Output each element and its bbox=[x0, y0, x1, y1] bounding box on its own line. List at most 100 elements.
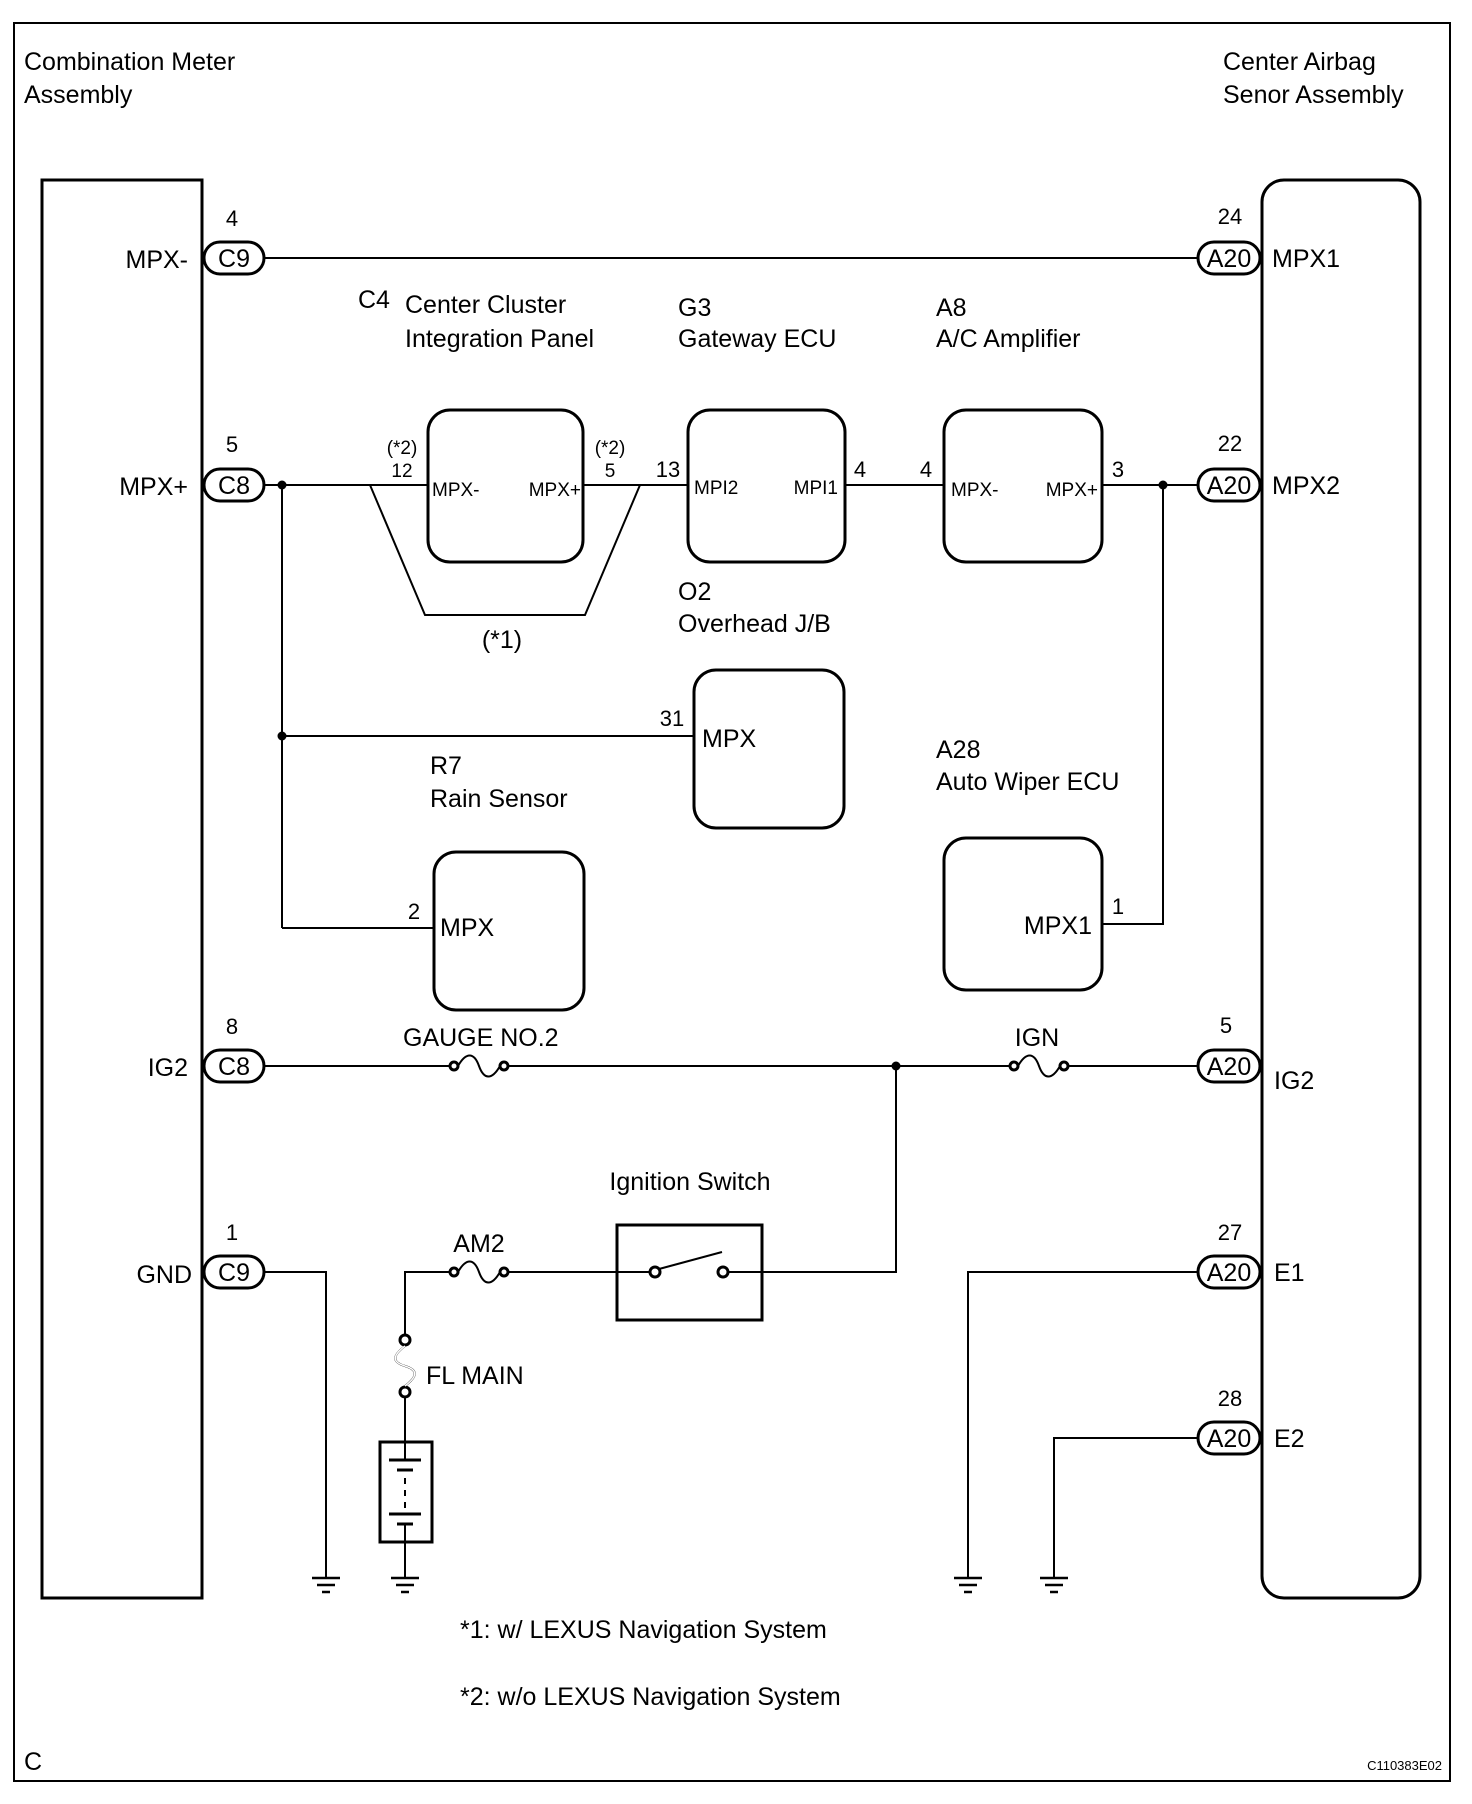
ign-fuse-label: IGN bbox=[1015, 1024, 1059, 1052]
gauge-fuse-label: GAUGE NO.2 bbox=[403, 1024, 559, 1052]
connector-c8-mpx-plus: C8 bbox=[202, 467, 266, 503]
connector-c9-gnd: C9 bbox=[202, 1254, 266, 1290]
wires bbox=[264, 257, 1198, 1578]
right-pin-mpx1-label: MPX1 bbox=[1272, 245, 1340, 273]
right-pin-mpx2-number: 22 bbox=[1218, 431, 1242, 456]
ground-icon-e2 bbox=[1040, 1576, 1068, 1594]
ignition-switch-label: Ignition Switch bbox=[609, 1168, 770, 1196]
center-airbag-box bbox=[1260, 178, 1422, 1600]
svg-text:A20: A20 bbox=[1207, 1425, 1251, 1453]
right-pin-e1-number: 27 bbox=[1218, 1220, 1242, 1245]
corner-letter: C bbox=[24, 1748, 42, 1776]
mpx-module-terminal: MPX bbox=[440, 914, 495, 942]
figure-id: C110383E02 bbox=[1367, 1758, 1442, 1773]
left-pin-ig2-number: 8 bbox=[226, 1014, 238, 1039]
a8-terminal-left: MPX- bbox=[951, 480, 999, 501]
a28-terminal: MPX1 bbox=[1024, 912, 1092, 940]
am2-fuse-icon bbox=[448, 1260, 510, 1284]
g3-name: Gateway ECU bbox=[678, 325, 836, 353]
left-pin-ig2-label: IG2 bbox=[148, 1054, 188, 1082]
right-pin-ig2-label: IG2 bbox=[1274, 1067, 1314, 1095]
connector-c9-mpx-minus: C9 bbox=[202, 240, 266, 276]
r7-pin: 31 bbox=[660, 706, 684, 731]
a8-terminal-right: MPX+ bbox=[1046, 480, 1098, 501]
ground-icon-e1 bbox=[954, 1576, 982, 1594]
svg-text:C8: C8 bbox=[218, 472, 250, 500]
c4-terminal-right: MPX+ bbox=[529, 480, 581, 501]
combination-meter-title-1: Combination Meter bbox=[24, 48, 235, 76]
left-pin-mpx-minus-number: 4 bbox=[226, 206, 238, 231]
a8-pin-left: 4 bbox=[920, 457, 932, 482]
mpx-module-pin: 2 bbox=[408, 899, 420, 924]
g3-pin-left: 13 bbox=[656, 457, 680, 482]
g3-pin-right: 4 bbox=[854, 457, 866, 482]
svg-text:A20: A20 bbox=[1207, 472, 1251, 500]
c4-pin-right: 5 bbox=[605, 461, 616, 482]
svg-text:A20: A20 bbox=[1207, 245, 1251, 273]
center-airbag-title-1: Center Airbag bbox=[1223, 48, 1376, 76]
svg-text:C9: C9 bbox=[218, 245, 250, 273]
svg-text:C9: C9 bbox=[218, 1259, 250, 1287]
svg-text:A20: A20 bbox=[1207, 1259, 1251, 1287]
r7-name: Rain Sensor bbox=[430, 785, 568, 813]
fl-main-label: FL MAIN bbox=[426, 1362, 524, 1390]
diagram-frame bbox=[13, 22, 1451, 1782]
a8-name: A/C Amplifier bbox=[936, 325, 1080, 353]
left-pin-mpx-plus-label: MPX+ bbox=[119, 473, 188, 501]
combination-meter-box bbox=[40, 178, 204, 1600]
right-pin-mpx1-number: 24 bbox=[1218, 204, 1242, 229]
note-1: *1: w/ LEXUS Navigation System bbox=[460, 1616, 827, 1644]
a28-box bbox=[942, 836, 1104, 992]
svg-text:A20: A20 bbox=[1207, 1053, 1251, 1081]
fl-main-fusible-link-icon bbox=[394, 1333, 416, 1399]
junction-dots bbox=[277, 480, 1168, 1071]
c4-terminal-left: MPX- bbox=[432, 480, 480, 501]
right-pin-ig2-number: 5 bbox=[1220, 1013, 1232, 1038]
g3-box bbox=[686, 408, 847, 564]
right-pin-e2-label: E2 bbox=[1274, 1425, 1305, 1453]
connector-a20-ig2: A20 bbox=[1196, 1048, 1262, 1084]
a8-code: A8 bbox=[936, 294, 967, 322]
o2-code: O2 bbox=[678, 578, 711, 606]
connector-a20-mpx2: A20 bbox=[1196, 467, 1262, 503]
svg-text:C8: C8 bbox=[218, 1053, 250, 1081]
ign-fuse-icon bbox=[1008, 1054, 1070, 1078]
c4-note-right: (*2) bbox=[595, 438, 626, 459]
r7-terminal: MPX bbox=[702, 725, 757, 753]
am2-fuse-label: AM2 bbox=[453, 1230, 504, 1258]
right-pin-mpx2-label: MPX2 bbox=[1272, 472, 1340, 500]
center-airbag-title-2: Senor Assembly bbox=[1223, 81, 1404, 109]
left-pin-mpx-minus-label: MPX- bbox=[126, 246, 189, 274]
gauge-fuse-icon bbox=[448, 1054, 510, 1078]
battery-icon bbox=[378, 1440, 434, 1544]
mpx-module-box bbox=[432, 850, 586, 1012]
ground-icon-gnd bbox=[312, 1576, 340, 1594]
a8-pin-right: 3 bbox=[1112, 457, 1124, 482]
a28-name: Auto Wiper ECU bbox=[936, 768, 1119, 796]
note-2: *2: w/o LEXUS Navigation System bbox=[460, 1683, 841, 1711]
right-pin-e1-label: E1 bbox=[1274, 1259, 1305, 1287]
connector-a20-mpx1: A20 bbox=[1196, 240, 1262, 276]
connector-a20-e2: A20 bbox=[1196, 1420, 1262, 1456]
ground-icon-battery bbox=[391, 1576, 419, 1594]
c4-bypass-note: (*1) bbox=[482, 626, 522, 654]
a28-pin: 1 bbox=[1112, 894, 1124, 919]
g3-terminal-left: MPI2 bbox=[694, 478, 738, 499]
right-pin-e2-number: 28 bbox=[1218, 1386, 1242, 1411]
c4-note-left: (*2) bbox=[387, 438, 418, 459]
c4-code: C4 bbox=[358, 286, 390, 314]
c4-pin-left: 12 bbox=[391, 461, 412, 482]
combination-meter-title-2: Assembly bbox=[24, 81, 133, 109]
left-pin-gnd-number: 1 bbox=[226, 1220, 238, 1245]
c4-name-1: Center Cluster bbox=[405, 291, 566, 319]
o2-name: Overhead J/B bbox=[678, 610, 831, 638]
g3-code: G3 bbox=[678, 294, 711, 322]
c4-name-2: Integration Panel bbox=[405, 325, 594, 353]
c4-box bbox=[426, 408, 585, 564]
left-pin-gnd-label: GND bbox=[136, 1261, 192, 1289]
connector-c8-ig2: C8 bbox=[202, 1048, 266, 1084]
left-pin-mpx-plus-number: 5 bbox=[226, 432, 238, 457]
a28-code: A28 bbox=[936, 736, 980, 764]
r7-code: R7 bbox=[430, 752, 462, 780]
